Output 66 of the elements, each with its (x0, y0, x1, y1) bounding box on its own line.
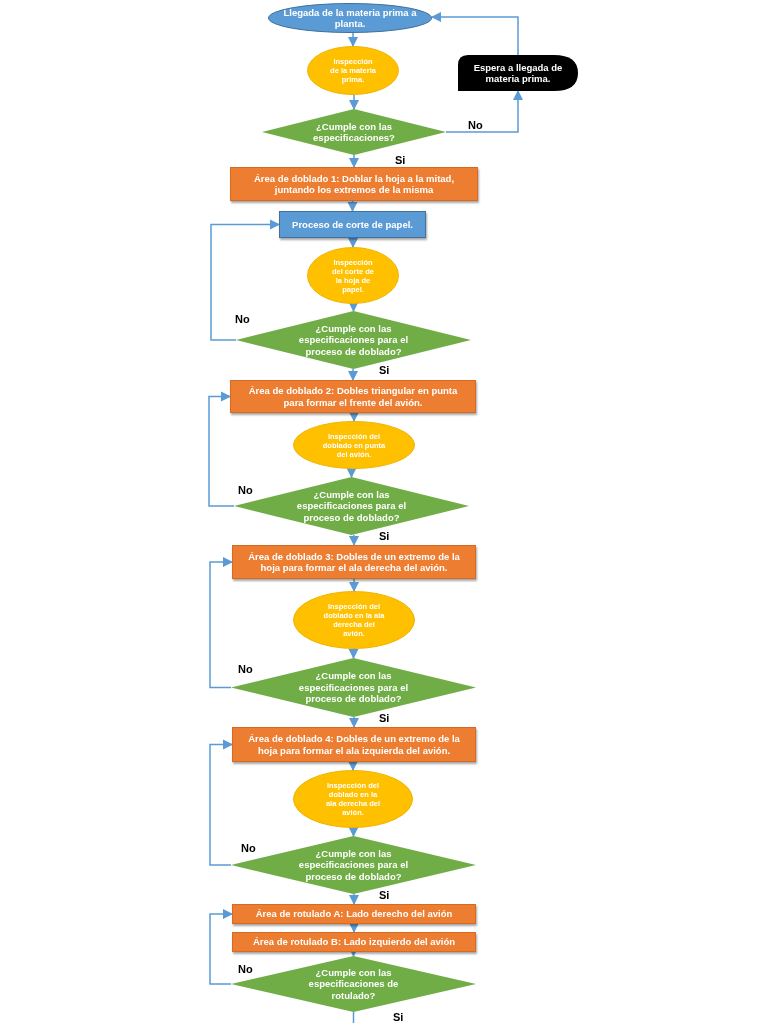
arrow (209, 556, 234, 689)
arrow (348, 716, 360, 729)
edge-label: No (234, 313, 251, 326)
start-terminal (268, 3, 432, 33)
edge-label: No (237, 484, 254, 497)
node-text: Área de doblado 3: Dobles de un extremo de la hoja para formar el ala derecha del avión. (247, 550, 461, 574)
process-box (279, 211, 426, 238)
arrow (348, 94, 360, 111)
arrow (348, 893, 360, 906)
arrow (209, 739, 234, 866)
node-text: ¿Cumple con las especificaciones? (312, 120, 396, 144)
arrow (209, 908, 234, 985)
node-text: ¿Cumple con las especificaciones para el proceso de doblado? (298, 322, 409, 358)
node-text: Llegada de la materia prima a planta. (282, 6, 418, 30)
arrow (430, 11, 519, 56)
process-box (230, 167, 478, 201)
decision-diamond (262, 109, 446, 155)
node-text: ¿Cumple con las especificaciones de rotulado? (307, 966, 400, 1002)
arrow (347, 32, 359, 48)
arrow (210, 219, 281, 341)
edge-label: Si (378, 712, 391, 725)
decision-diamond (231, 956, 476, 1012)
process-box (230, 380, 476, 413)
inspection-oval (307, 46, 399, 95)
edge-label: Si (378, 889, 391, 902)
arrow (208, 391, 235, 507)
arrow (348, 154, 360, 169)
process-box (232, 904, 476, 924)
node-text: Espera a llegada de materia prima. (472, 61, 564, 85)
arrow (445, 89, 524, 133)
arrow (347, 200, 358, 213)
node-text: Área de doblado 2: Dobles triangular en punta para formar el frente del avión. (247, 385, 459, 408)
edge-label: No (467, 119, 484, 132)
node-text: Área de doblado 4: Dobles de un extremo de la hoja para formar el ala izquierda del avión. (247, 733, 461, 756)
node-text: ¿Cumple con las especificaciones para el proceso de doblado? (297, 847, 410, 883)
edge-label: Si (392, 1011, 405, 1024)
arrow (346, 467, 357, 479)
process-box (232, 932, 476, 952)
node-text: Área de rotulado A: Lado derecho del avión (255, 908, 453, 920)
inspection-oval (293, 421, 415, 469)
node-text: ¿Cumple con las especificaciones para el proceso de doblado? (296, 488, 407, 524)
node-text: Área de doblado 1: Doblar la hoja a la mitad, juntando los extremos de la misma (252, 172, 456, 196)
edge-label: No (237, 963, 254, 976)
edge-label: No (240, 842, 257, 855)
arrow (348, 648, 359, 660)
wait-terminal (458, 55, 578, 91)
node-text: ¿Cumple con las especificaciones para el proceso de doblado? (297, 670, 410, 705)
arrow (347, 237, 359, 249)
process-box (232, 545, 476, 579)
edge-label: Si (394, 154, 407, 167)
process-box (232, 727, 476, 762)
node-text: Área de rotulado B: Lado izquierdo del avión (252, 936, 456, 948)
arrow (348, 826, 359, 838)
inspection-oval (307, 247, 399, 304)
inspection-oval (293, 770, 413, 828)
edge-label: No (237, 663, 254, 676)
edge-label: Si (378, 530, 391, 543)
edge-label: Si (378, 364, 391, 377)
arrow (348, 922, 360, 934)
inspection-oval (293, 591, 415, 649)
arrow (347, 368, 359, 382)
arrow (348, 411, 360, 423)
arrow (347, 760, 359, 772)
node-text: Proceso de corte de papel. (292, 218, 413, 231)
arrow (348, 578, 360, 593)
arrow (348, 534, 360, 547)
